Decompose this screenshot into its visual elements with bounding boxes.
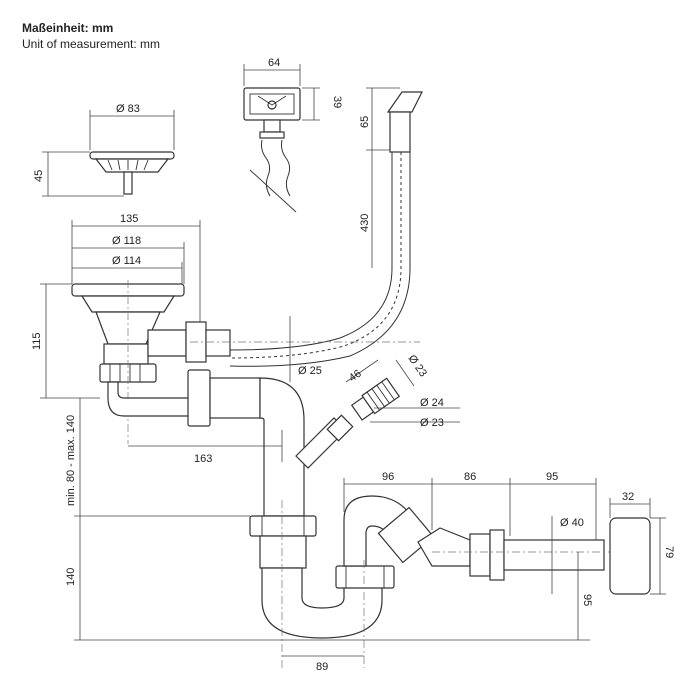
dishwasher-branch [295,414,354,469]
unit-label-en: Unit of measurement: mm [22,37,161,51]
basket-height-dimension: 115 [31,283,100,399]
outlet-offset-dimension: 163 [128,430,283,465]
lower-height-label: 140 [65,568,77,586]
basket-width-label: 135 [120,213,138,225]
cup-height-dimension: 39 [302,87,343,121]
strainer-plug [89,151,175,195]
bottle-trap [249,495,605,639]
hose-length-label: 430 [359,214,371,232]
strainer-height-label: 45 [33,170,45,182]
outlet-drop-label: 95 [581,594,593,606]
hose-length-dimension: 430 [359,150,373,268]
cap-width-dimension: 32 [609,491,651,518]
dim-96-label: 96 [382,471,394,483]
basket-d118-label: Ø 118 [112,235,141,247]
strainer-diameter-label: Ø 83 [116,103,140,115]
adapter-d23-top-label: Ø 23 [406,353,430,379]
adapter-length-label: 46 [347,368,364,385]
cap-height-label: 79 [663,546,675,558]
strainer-diameter-dimension: Ø 83 [89,103,175,150]
strainer-height-dimension: 45 [33,151,124,197]
basket-waste [71,283,231,383]
hose-diameter-label: Ø 25 [298,365,322,377]
overflow-elbow [386,91,423,153]
outlet-drop-dimension: 95 [577,552,593,640]
pipe-diameter-label: Ø 40 [560,517,584,529]
overflow-hose [229,152,411,367]
overflow-top-label: 65 [359,116,371,128]
pipe-diameter-dimension: Ø 40 [551,516,584,594]
horizontal-dimension-chain: 96 86 95 [343,471,597,540]
adapter-d24-label: Ø 24 [420,397,444,409]
cap-width-label: 32 [622,491,634,503]
cup-width-dimension: 64 [243,57,301,86]
trap-width-label: 89 [316,661,328,673]
basket-d114-label: Ø 114 [112,255,141,267]
hose-diameter-dimension: Ø 25 [289,316,322,382]
outlet-offset-label: 163 [194,453,212,465]
overflow-cup [243,87,301,213]
basket-width-dimension: 135 [71,213,201,322]
end-cap [609,517,651,595]
basket-d114-dimension: Ø 114 [72,255,183,284]
connector-pipe [107,369,305,517]
vertical-range-label: min. 80 - max. 140 [65,415,77,506]
dim-86-label: 86 [464,471,476,483]
unit-legend: Maßeinheit: mm Unit of measurement: mm [22,20,160,52]
lower-height-dimension: 140 [65,516,590,641]
basket-center-line [127,280,420,444]
trap-width-dimension: 89 [282,655,364,673]
unit-label-de: Maßeinheit: mm [22,21,114,35]
overflow-top-dimension: 65 [359,87,400,151]
basket-d118-dimension: Ø 118 [72,235,185,284]
vertical-range-dimension: min. 80 - max. 140 [65,398,250,517]
hose-adapter [350,377,401,421]
adapter-d23-label: Ø 23 [420,417,444,429]
basket-height-label: 115 [31,332,43,350]
cup-height-label: 39 [331,96,343,108]
cap-height-dimension: 79 [650,517,675,595]
cup-width-label: 64 [268,57,280,69]
dim-95-top-label: 95 [546,471,558,483]
